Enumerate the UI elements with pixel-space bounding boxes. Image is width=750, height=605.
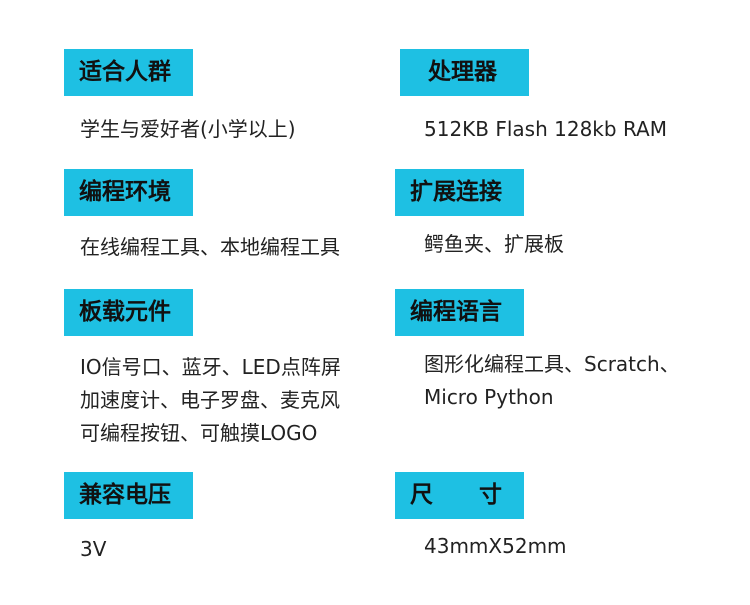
value-dimensions: 43mmX52mm [424, 534, 567, 558]
label-onboard-components: 板载元件 [64, 289, 193, 336]
label-dimensions: 尺 寸 [395, 472, 524, 519]
value-target-audience: 学生与爱好者(小学以上) [80, 117, 296, 141]
value-processor: 512KB Flash 128kb RAM [424, 117, 667, 141]
label-processor: 处理器 [400, 49, 529, 96]
label-target-audience: 适合人群 [64, 49, 193, 96]
value-programming-language: 图形化编程工具、Scratch、 Micro Python [424, 352, 680, 409]
label-expansion-connection: 扩展连接 [395, 169, 524, 216]
label-compatible-voltage: 兼容电压 [64, 472, 193, 519]
value-onboard-components: IO信号口、蓝牙、LED点阵屏 加速度计、电子罗盘、麦克风 可编程按钮、可触摸L… [80, 355, 341, 445]
value-compatible-voltage: 3V [80, 537, 107, 561]
value-programming-environment: 在线编程工具、本地编程工具 [80, 235, 340, 259]
label-programming-environment: 编程环境 [64, 169, 193, 216]
label-programming-language: 编程语言 [395, 289, 524, 336]
value-expansion-connection: 鳄鱼夹、扩展板 [424, 232, 564, 256]
